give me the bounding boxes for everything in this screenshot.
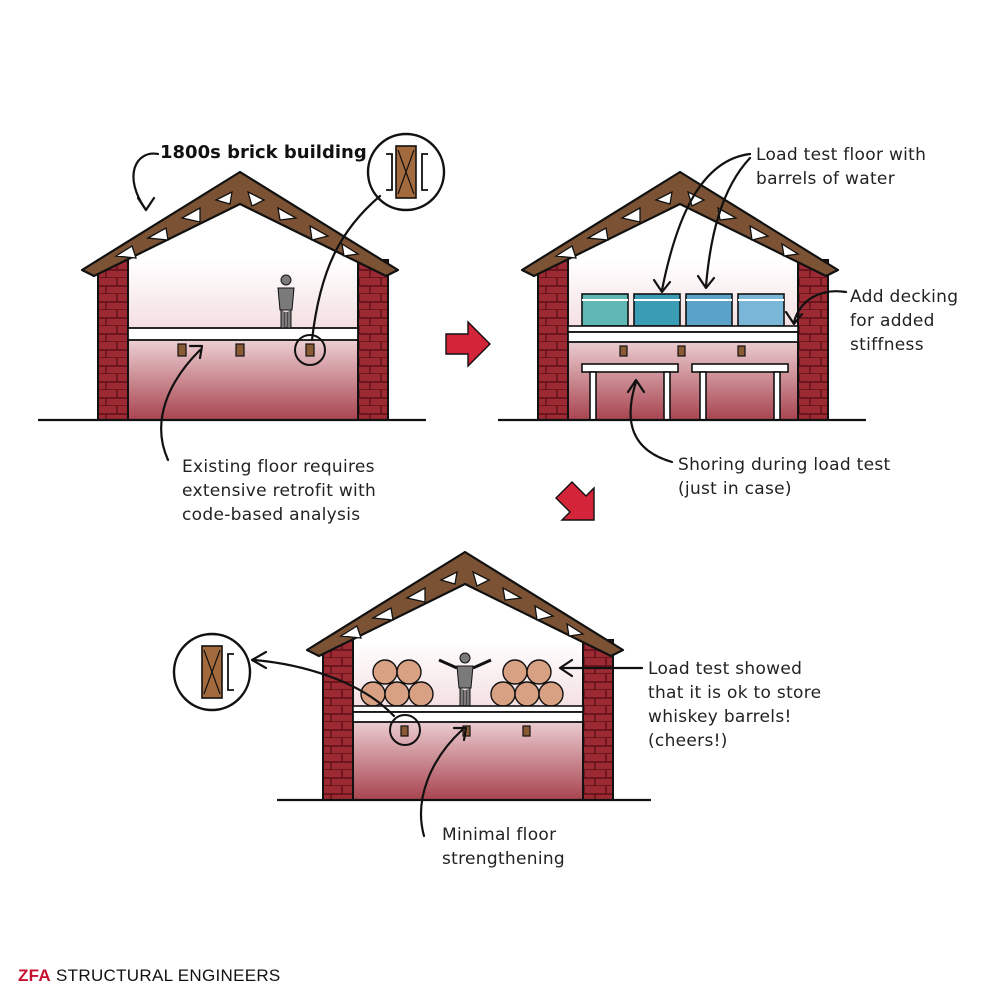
brick-wall-right bbox=[582, 639, 614, 801]
strengthened-joist-detail-callout bbox=[172, 632, 396, 718]
brick-wall-left bbox=[97, 259, 129, 421]
truss-webbing bbox=[339, 570, 585, 639]
existing-floor-line-3: code-based analysis bbox=[182, 505, 360, 525]
water-barrel-1 bbox=[581, 293, 629, 327]
label-load-test: Load test floor with barrels of water bbox=[652, 145, 926, 294]
floor-slab bbox=[567, 331, 799, 343]
building-result bbox=[277, 550, 651, 802]
detail-circle bbox=[294, 334, 326, 366]
floor-joists bbox=[619, 345, 746, 357]
person-cheering-icon bbox=[438, 652, 492, 707]
building-load-test bbox=[498, 170, 866, 422]
flow-arrow-down-left bbox=[555, 481, 595, 521]
water-barrel-4 bbox=[737, 293, 785, 327]
whiskey-barrels-left bbox=[360, 659, 434, 707]
minimal-line-1: Minimal floor bbox=[442, 825, 556, 845]
decking-line-1: Add decking bbox=[850, 287, 958, 307]
label-minimal: Minimal floor strengthening bbox=[420, 726, 565, 869]
brick-wall-left bbox=[537, 259, 569, 421]
building-existing bbox=[38, 170, 426, 422]
brick-building-label: 1800s brick building bbox=[160, 142, 367, 163]
joist-detail-callout bbox=[310, 132, 446, 342]
roof-truss bbox=[520, 170, 840, 278]
truss-webbing bbox=[114, 190, 360, 259]
shoring-line-2: (just in case) bbox=[678, 479, 792, 499]
brand-suffix: STRUCTURAL ENGINEERS bbox=[56, 966, 281, 985]
minimal-line-2: strengthening bbox=[442, 849, 565, 869]
label-brick-building: 1800s brick building bbox=[132, 142, 367, 212]
truss-webbing bbox=[554, 190, 800, 259]
person-icon bbox=[277, 274, 295, 329]
brick-wall-right bbox=[357, 259, 389, 421]
brick-wall-left bbox=[322, 639, 354, 801]
decking-line-3: stiffness bbox=[850, 335, 924, 355]
water-barrels bbox=[581, 293, 785, 327]
label-shoring: Shoring during load test (just in case) bbox=[626, 378, 891, 499]
floor-slab bbox=[352, 711, 584, 723]
result-line-1: Load test showed bbox=[648, 659, 802, 679]
detail-circle bbox=[389, 714, 421, 746]
brand-mark: ZFA bbox=[18, 966, 52, 985]
result-line-4: (cheers!) bbox=[648, 731, 728, 751]
decking-line-2: for added bbox=[850, 311, 935, 331]
water-barrel-2 bbox=[633, 293, 681, 327]
flow-arrow-right bbox=[445, 320, 491, 368]
roof-truss bbox=[305, 550, 625, 658]
roof-truss bbox=[80, 170, 400, 278]
label-decking: Add decking for added stiffness bbox=[784, 287, 958, 355]
floor-slab bbox=[127, 327, 359, 341]
brick-wall-right bbox=[797, 259, 829, 421]
load-test-line-1: Load test floor with bbox=[756, 145, 926, 165]
existing-floor-line-2: extensive retrofit with bbox=[182, 481, 376, 501]
result-line-2: that it is ok to store bbox=[648, 683, 821, 703]
floor-joists bbox=[177, 343, 315, 357]
result-line-3: whiskey barrels! bbox=[648, 707, 792, 727]
load-test-line-2: barrels of water bbox=[756, 169, 895, 189]
label-result: Load test showed that it is ok to store … bbox=[558, 658, 821, 751]
footer-logo: ZFA STRUCTURAL ENGINEERS bbox=[18, 966, 281, 986]
water-barrel-3 bbox=[685, 293, 733, 327]
existing-floor-line-1: Existing floor requires bbox=[182, 457, 375, 477]
shoring-line-1: Shoring during load test bbox=[678, 455, 891, 475]
label-existing-floor: Existing floor requires extensive retrof… bbox=[160, 344, 376, 525]
